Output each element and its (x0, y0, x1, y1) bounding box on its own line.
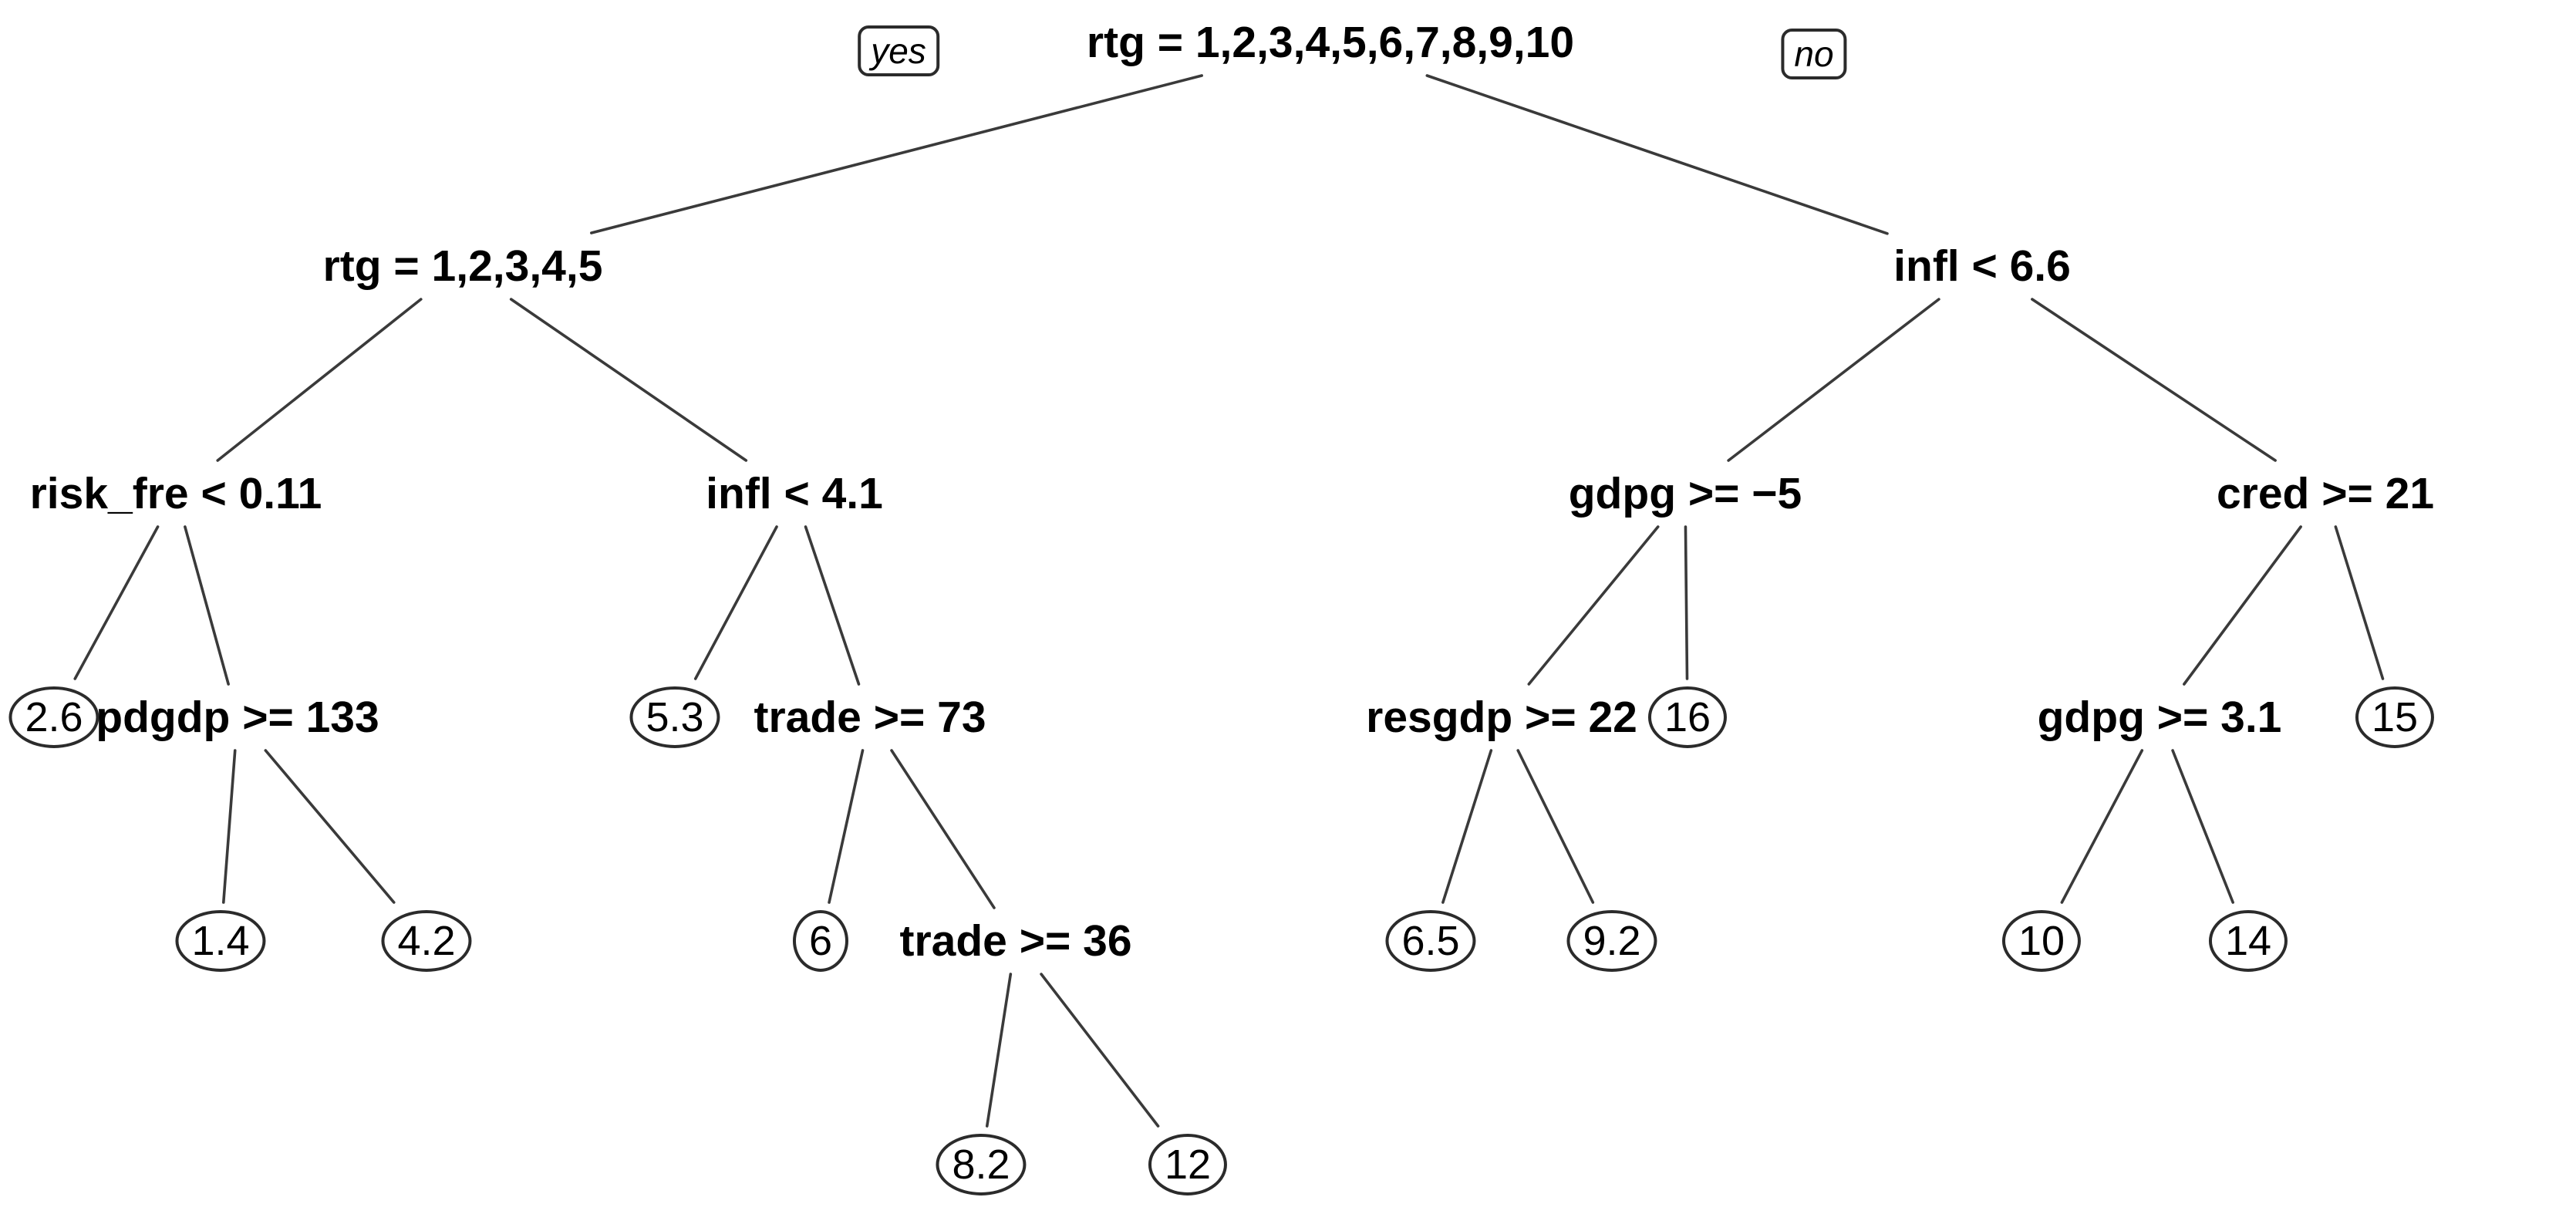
tree-edge-root-infl66 (1425, 74, 1889, 235)
tree-edge-rtg12345-riskfre (216, 298, 423, 462)
tree-edge-gdpg31-leaf14 (2171, 749, 2234, 904)
tree-edge-cred21-gdpg31 (2183, 525, 2302, 686)
tree-edge-riskfre-pdgdp133 (184, 525, 230, 686)
tree-edge-gdpg5-resgdp22 (1527, 525, 1660, 686)
tree-leaf-leaf8_2: 8.2 (936, 1133, 1027, 1196)
tree-edge-infl66-gdpg5 (1727, 298, 1940, 462)
tree-leaf-leaf6: 6 (792, 909, 849, 973)
tree-node-root: rtg = 1,2,3,4,5,6,7,8,9,10 (1086, 18, 1575, 67)
tree-edge-pdgdp133-leaf1_4 (221, 749, 237, 904)
tree-edge-trade73-leaf6 (828, 749, 865, 904)
tree-node-riskfre: risk_fre < 0.11 (29, 469, 322, 518)
tree-leaf-leaf53: 5.3 (629, 686, 720, 749)
tree-leaf-leaf4_2: 4.2 (381, 909, 472, 973)
tree-edge-trade73-trade36 (890, 749, 996, 909)
tree-edge-trade36-leaf8_2 (985, 973, 1013, 1128)
tree-node-gdpg31: gdpg >= 3.1 (2037, 693, 2282, 742)
tree-edge-riskfre-leaf26 (73, 525, 160, 680)
tree-node-resgdp22: resgdp >= 22 (1366, 693, 1637, 742)
tree-leaf-leaf6_5: 6.5 (1385, 909, 1476, 973)
tree-edge-gdpg5-leaf16 (1684, 525, 1689, 680)
tree-node-trade36: trade >= 36 (899, 916, 1132, 966)
tree-leaf-leaf12: 12 (1148, 1133, 1228, 1196)
tree-edge-infl41-trade73 (804, 525, 861, 686)
tree-edge-resgdp22-leaf6_5 (1441, 749, 1493, 904)
tree-leaf-leaf1_4: 1.4 (175, 909, 266, 973)
tree-node-infl41: infl < 4.1 (706, 469, 883, 518)
tree-edge-infl66-cred21 (2031, 298, 2277, 462)
tree-edge-rtg12345-infl41 (509, 298, 748, 462)
tree-edge-infl41-leaf53 (693, 525, 778, 680)
tree-node-trade73: trade >= 73 (754, 693, 986, 742)
tree-node-rtg12345: rtg = 1,2,3,4,5 (322, 241, 603, 291)
tree-edge-cred21-leaf15 (2334, 525, 2385, 680)
tree-leaf-leaf9_2: 9.2 (1566, 909, 1657, 973)
tree-node-pdgdp133: pdgdp >= 133 (96, 693, 379, 742)
tree-edge-gdpg31-leaf10 (2060, 749, 2144, 904)
tree-edge-trade36-leaf12 (1040, 973, 1160, 1128)
branch-label-yes: yes (858, 25, 939, 76)
tree-edge-root-rtg12345 (590, 74, 1203, 234)
tree-leaf-leaf16: 16 (1647, 686, 1728, 749)
tree-edge-pdgdp133-leaf4_2 (264, 749, 396, 904)
tree-node-infl66: infl < 6.6 (1893, 241, 2071, 291)
tree-leaf-leaf15: 15 (2355, 686, 2435, 749)
tree-leaf-leaf14: 14 (2208, 909, 2288, 973)
tree-leaf-leaf10: 10 (2001, 909, 2082, 973)
tree-edge-resgdp22-leaf9_2 (1516, 749, 1595, 904)
tree-node-gdpg5: gdpg >= −5 (1568, 469, 1802, 518)
tree-node-cred21: cred >= 21 (2216, 469, 2435, 518)
tree-leaf-leaf26: 2.6 (8, 686, 99, 749)
branch-label-no: no (1781, 29, 1847, 79)
